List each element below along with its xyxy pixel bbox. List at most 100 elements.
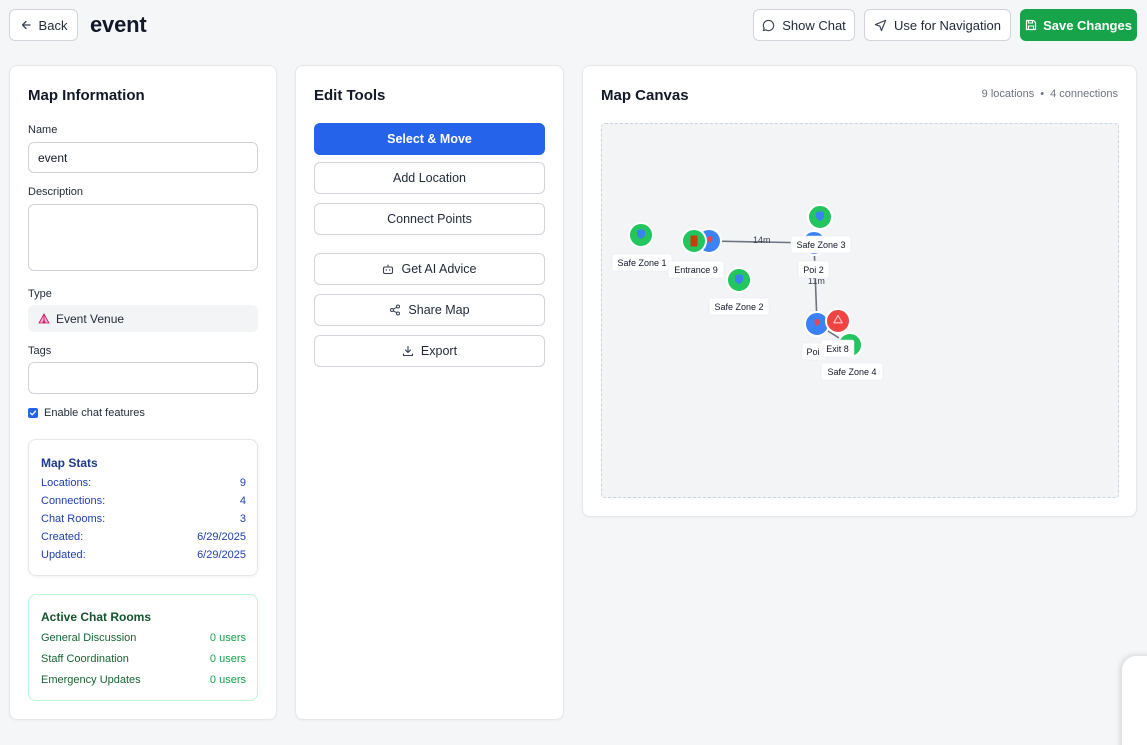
door-icon	[690, 235, 698, 247]
locations-count: 9 locations	[981, 88, 1035, 100]
stat-value: 6/29/2025	[197, 531, 246, 543]
tags-input[interactable]	[28, 362, 258, 394]
bot-icon	[383, 264, 394, 275]
share-map-label: Share Map	[408, 303, 470, 317]
ai-advice-label: Get AI Advice	[401, 262, 477, 276]
description-label: Description	[28, 186, 84, 198]
chat-room-users: 0 users	[209, 674, 246, 686]
get-ai-advice-button[interactable]: Get AI Advice	[314, 253, 545, 285]
stat-row: Created: 6/29/2025	[41, 531, 246, 543]
export-button[interactable]: Export	[314, 335, 545, 367]
enable-chat-row: Enable chat features	[28, 407, 145, 419]
shield-icon	[735, 274, 743, 284]
location-safe-zone-3[interactable]: Safe Zone 3	[790, 204, 852, 256]
shield-icon	[637, 229, 645, 239]
location-safe-zone-2[interactable]: Safe Zone 2	[708, 267, 770, 316]
location-label: Poi	[806, 347, 819, 357]
enable-chat-checkbox[interactable]	[28, 408, 38, 418]
chat-room-row[interactable]: General Discussion 0 users	[41, 632, 246, 644]
show-chat-button[interactable]: Show Chat	[753, 9, 855, 41]
pin-icon	[707, 236, 713, 244]
stat-label: Created:	[41, 531, 84, 543]
location-label: Entrance 9	[674, 265, 718, 275]
stat-row: Chat Rooms: 3	[41, 513, 246, 525]
back-button[interactable]: Back	[9, 9, 78, 41]
chat-room-row[interactable]: Staff Coordination 0 users	[41, 653, 246, 665]
stat-label: Updated:	[41, 549, 86, 561]
edit-tools-panel: Edit Tools Select & Move Add Location Co…	[295, 65, 564, 720]
add-location-button[interactable]: Add Location	[314, 162, 545, 194]
checkmark-icon	[29, 410, 37, 416]
save-icon	[1025, 19, 1037, 31]
save-changes-button[interactable]: Save Changes	[1020, 9, 1137, 41]
location-poi[interactable]: Poi	[801, 311, 830, 361]
map-stats-title: Map Stats	[41, 456, 98, 470]
chat-room-name: Emergency Updates	[41, 674, 141, 686]
map-stats-box: Map Stats Locations: 9 Connections:4 Chat…	[28, 439, 258, 576]
active-chat-rooms-box: Active Chat Rooms General Discussion 0 us…	[28, 594, 258, 701]
circus-tent-icon	[38, 312, 50, 323]
back-label: Back	[38, 17, 68, 33]
top-bar: Back event Show Chat Use for Navigation …	[0, 0, 1147, 52]
name-input[interactable]: event	[28, 142, 258, 173]
stat-value: 3	[239, 513, 246, 525]
distance-label: 14m	[753, 235, 771, 245]
select-move-button[interactable]: Select & Move	[314, 123, 545, 155]
location-label: Poi 2	[803, 265, 824, 275]
location-poi-2[interactable]: Poi 2	[797, 260, 830, 279]
type-value: Event Venue	[56, 311, 125, 326]
page-title: event	[90, 12, 147, 37]
type-select[interactable]: Event Venue	[28, 305, 258, 332]
stat-row: Locations: 9	[41, 477, 246, 489]
chat-room-name: Staff Coordination	[41, 653, 129, 665]
canvas-summary: 9 locations • 4 connections	[982, 88, 1118, 100]
show-chat-label: Show Chat	[782, 17, 846, 33]
enable-chat-label: Enable chat features	[44, 407, 145, 419]
share-icon	[390, 304, 401, 316]
pin-icon	[814, 319, 820, 327]
map-svg[interactable]: 14m 11m Safe Zone 1 Entrance 9	[602, 124, 1119, 498]
location-label: Safe Zone 3	[796, 240, 845, 250]
message-circle-icon	[763, 19, 775, 31]
navigation-label: Use for Navigation	[894, 17, 1001, 33]
arrow-left-icon	[21, 20, 31, 30]
warning-icon	[833, 314, 843, 324]
stat-row: Updated: 6/29/2025	[41, 549, 246, 561]
summary-separator: •	[1040, 88, 1045, 100]
floating-panel-edge[interactable]	[1122, 656, 1147, 745]
chat-room-row[interactable]: Emergency Updates 0 users	[41, 674, 246, 686]
shield-icon	[816, 211, 824, 221]
connections-count: 4 connections	[1050, 88, 1118, 100]
stat-row: Connections:4	[41, 495, 246, 507]
chat-room-name: General Discussion	[41, 632, 137, 644]
share-map-button[interactable]: Share Map	[314, 294, 545, 326]
stat-value: 9	[239, 477, 246, 489]
stat-label: Connections:	[41, 495, 106, 507]
stat-label: Chat Rooms:	[41, 513, 106, 525]
chat-room-users: 0 users	[209, 653, 246, 665]
map-information-title: Map Information	[28, 87, 145, 104]
name-label: Name	[28, 124, 58, 136]
location-exit-8[interactable]: Exit 8	[820, 308, 855, 358]
stat-value: 6/29/2025	[197, 549, 246, 561]
navigation-icon	[874, 19, 887, 31]
chat-room-users: 0 users	[209, 632, 246, 644]
map-canvas[interactable]: 14m 11m Safe Zone 1 Entrance 9	[601, 123, 1119, 498]
connect-points-button[interactable]: Connect Points	[314, 203, 545, 235]
stat-label: Locations:	[41, 477, 92, 489]
location-label: Safe Zone 1	[617, 258, 666, 268]
use-for-navigation-button[interactable]: Use for Navigation	[864, 9, 1011, 41]
export-label: Export	[420, 344, 458, 358]
description-textarea[interactable]	[28, 204, 258, 271]
location-label: Exit 8	[826, 344, 849, 354]
type-label: Type	[28, 288, 52, 300]
location-entrance-9[interactable]: Entrance 9	[667, 228, 725, 279]
tags-label: Tags	[28, 345, 52, 357]
edit-tools-title: Edit Tools	[314, 87, 386, 104]
distance-label: 11m	[808, 276, 825, 286]
download-icon	[402, 345, 413, 357]
location-safe-zone-1[interactable]: Safe Zone 1	[611, 222, 673, 272]
map-information-panel: Map Information Name event Description T…	[9, 65, 277, 720]
connection-line[interactable]	[813, 242, 818, 325]
active-chat-rooms-title: Active Chat Rooms	[41, 610, 152, 624]
